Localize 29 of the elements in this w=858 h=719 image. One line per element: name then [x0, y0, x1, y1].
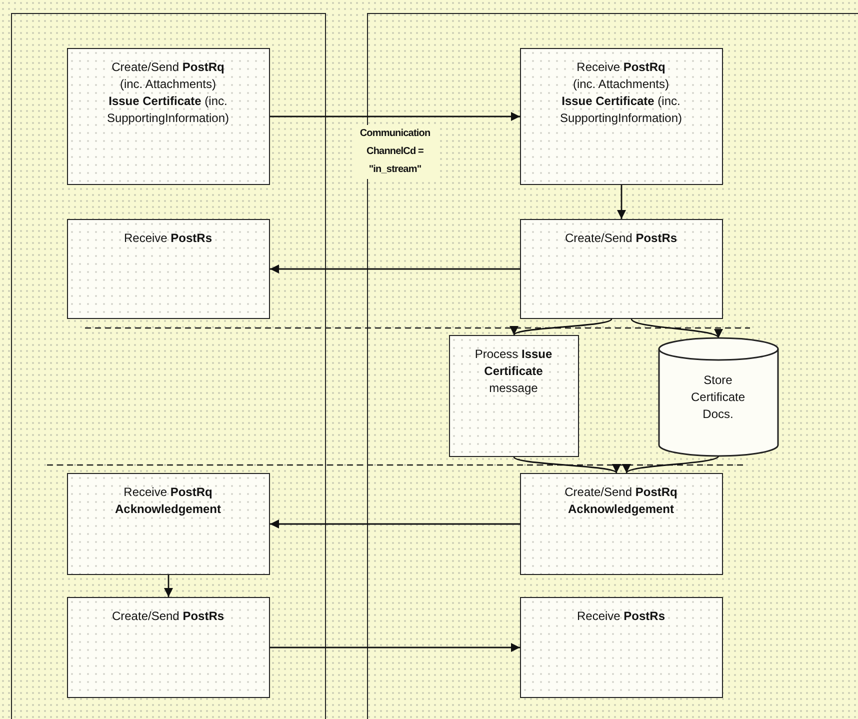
arrow: [164, 575, 173, 597]
arrow: [270, 112, 520, 121]
process-box: [66, 48, 270, 184]
step-text: Create/Send PostRs: [110, 608, 226, 624]
process-box: [520, 596, 722, 698]
step-text: Issue Certificate (inc. SupportingInformation): [558, 92, 684, 126]
arrow: [270, 643, 520, 652]
step-text: Create/Send PostRq Acknowledgement: [564, 484, 678, 518]
process-box: [448, 334, 578, 456]
step-text: Process Issue Certificate message: [474, 346, 552, 396]
process-box: [520, 472, 722, 574]
arrow: [270, 520, 520, 528]
process-box: [520, 218, 722, 318]
step-text: Receive PostRs: [576, 608, 666, 624]
step-text: Create/Send PostRs: [564, 230, 678, 246]
arrow: [617, 185, 626, 219]
process-box: [520, 48, 722, 184]
step-text: Receive PostRq Acknowledgement: [114, 484, 222, 518]
step-text: Receive PostRs: [122, 230, 214, 246]
process-box: [66, 472, 270, 574]
arrow: [270, 264, 520, 274]
step-text: Receive PostRq (inc. Attachments): [572, 58, 670, 92]
step-text: Store Certificate Docs.: [690, 372, 746, 422]
edge-label: Communication ChannelCd = "in_stream": [353, 124, 437, 178]
process-box: [66, 218, 270, 318]
step-text: Issue Certificate (inc. SupportingInformation): [106, 92, 230, 126]
swimlane: [11, 13, 326, 719]
process-box: [66, 596, 270, 698]
step-text: Create/Send PostRq (inc. Attachments): [110, 58, 226, 92]
